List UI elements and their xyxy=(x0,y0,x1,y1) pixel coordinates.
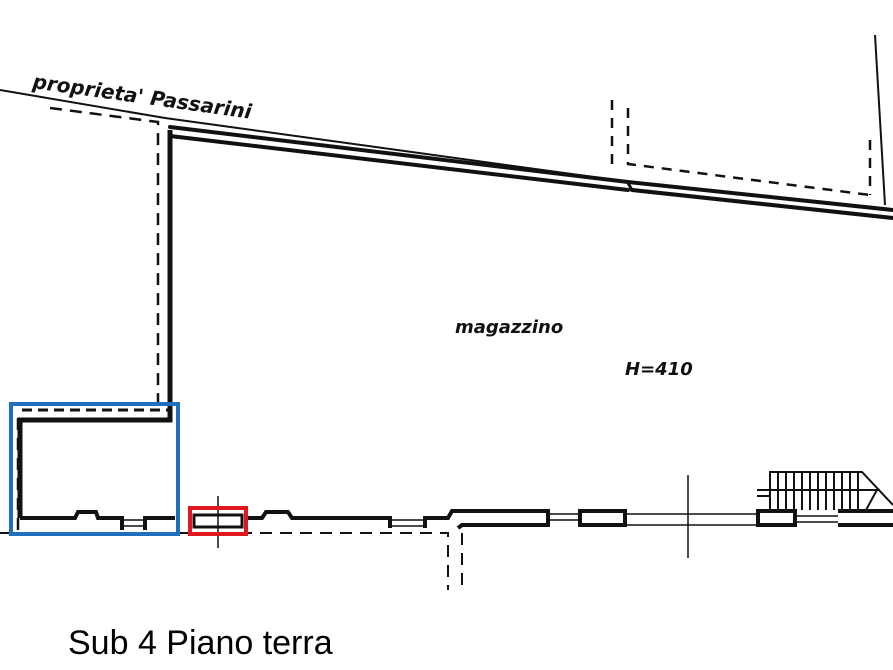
red-highlight xyxy=(188,506,248,536)
south-wall xyxy=(20,509,893,530)
property-line-right xyxy=(874,34,886,206)
room-label: magazzino xyxy=(455,317,563,338)
dashed-boundary-south xyxy=(0,532,463,590)
west-wall xyxy=(17,130,173,518)
axis-ticks xyxy=(217,475,689,558)
property-boundary xyxy=(0,89,893,211)
neighbor-label: proprieta' Passarini xyxy=(30,69,254,124)
caption: Sub 4 Piano terra xyxy=(68,624,333,662)
north-wall xyxy=(168,125,893,220)
dashed-courtyard xyxy=(610,100,872,197)
dashed-boundary-left xyxy=(16,106,160,530)
height-label: H=410 xyxy=(625,359,693,380)
staircase xyxy=(757,471,893,511)
window-thin-lines xyxy=(122,513,838,527)
blue-highlight xyxy=(9,402,180,536)
floor-plan: proprieta' Passarini xyxy=(0,34,893,590)
